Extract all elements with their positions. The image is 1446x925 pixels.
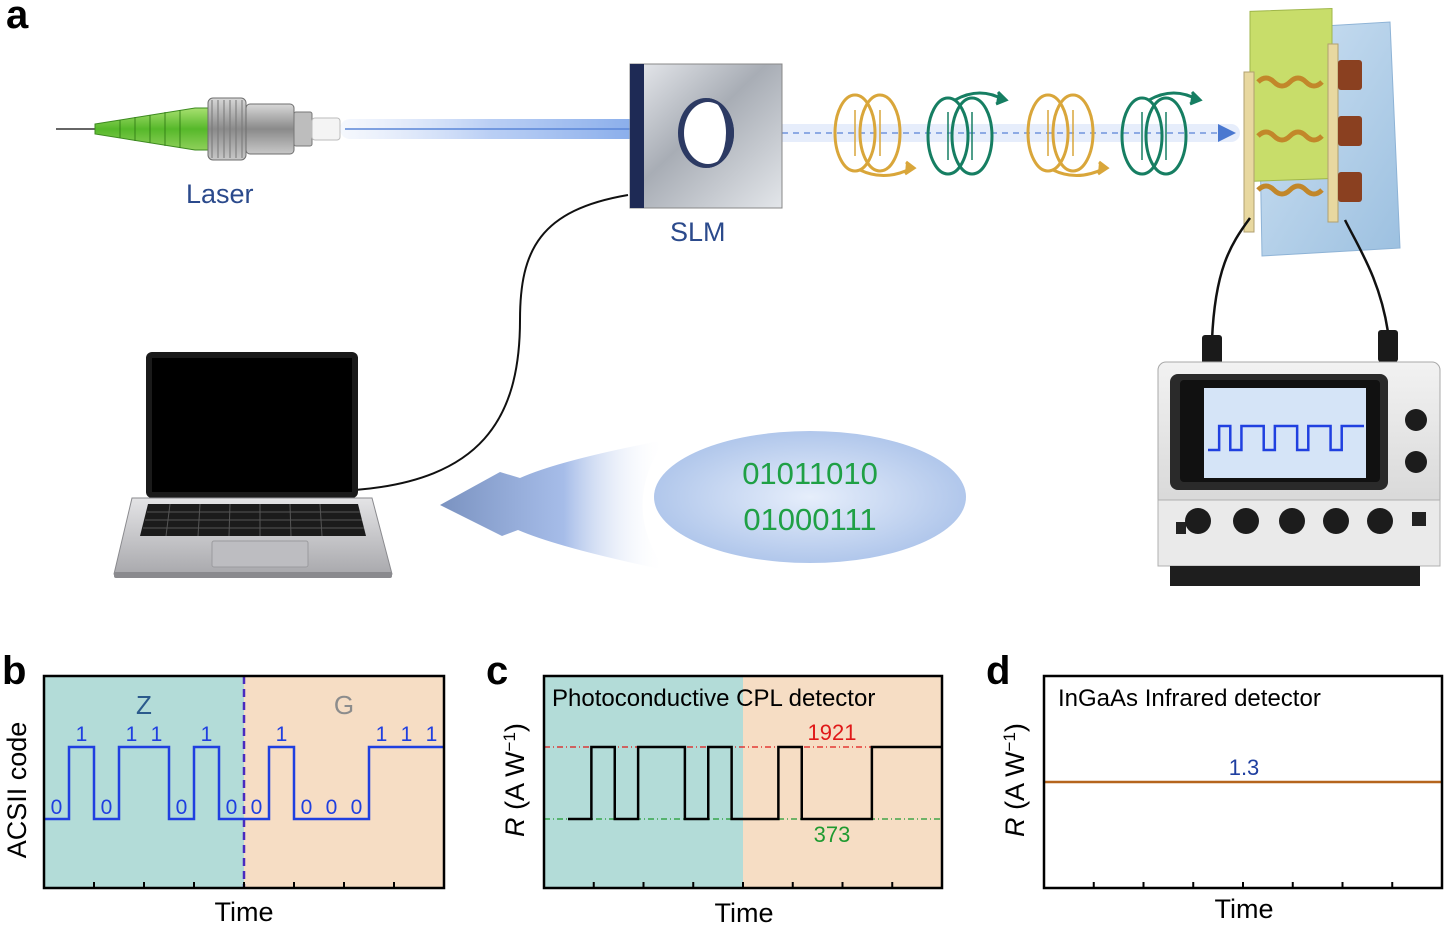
scope-knob [1233, 508, 1259, 534]
spiral-green-icon [1120, 90, 1203, 176]
laser-connector [56, 97, 341, 161]
panel-c-ylabel: R (A W−1) [500, 723, 531, 837]
panel-d-title: InGaAs Infrared detector [1058, 685, 1321, 712]
cpl-detector-device [1243, 7, 1401, 257]
panel-b-bit-label: 0 [301, 796, 313, 819]
panel-b-bit-label: 1 [201, 723, 213, 746]
panel-c-title: Photoconductive CPL detector [552, 685, 875, 712]
spiral-gold-icon [1026, 93, 1110, 177]
scope-trace [1208, 424, 1364, 452]
panel-b-bit-label: 0 [226, 796, 238, 819]
panel-b-region-g [244, 676, 444, 888]
binary-code-line-1: 01011010 [742, 456, 878, 491]
panel-b-region-label: Z [136, 690, 152, 720]
slm-device [629, 63, 783, 209]
return-arrow [440, 440, 665, 570]
panel-c-ylabel-close: ) [500, 723, 530, 732]
panel-d-ylabel-exp: −1 [1000, 732, 1019, 751]
panel-b-bit-label: 0 [51, 796, 63, 819]
panel-c-signal-line [568, 745, 942, 821]
panel-c-high-label: 1921 [808, 720, 857, 745]
cable-right-probe [1343, 219, 1390, 333]
panel-c-ylabel-symbol: R [500, 817, 530, 837]
panel-b-xlabel: Time [215, 897, 274, 925]
panel-d-label: d [986, 649, 1010, 693]
cable-slm-laptop [354, 194, 629, 491]
code-bubble [654, 431, 966, 563]
panel-b-bit-label: 0 [176, 796, 188, 819]
panel-a-label: a [6, 0, 29, 37]
panel-c-chart: 1921 373 [542, 674, 944, 890]
panel-b-bit-label: 1 [401, 723, 413, 746]
panel-d-value-label: 1.3 [1229, 755, 1260, 780]
panel-b-signal-line [44, 745, 444, 821]
panel-b-bit-label: 0 [251, 796, 263, 819]
panel-b-label: b [2, 649, 26, 693]
spiral-gold-icon [833, 93, 917, 177]
panel-b-bit-label: 1 [376, 723, 388, 746]
panel-b-bit-label: 1 [76, 723, 88, 746]
panel-d-ylabel-unit: (A W [1000, 751, 1030, 818]
panel-d-ylabel: R (A W−1) [1000, 723, 1031, 837]
panel-d-ylabel-close: ) [1000, 723, 1030, 732]
laser-label: Laser [186, 179, 254, 209]
slm-label: SLM [670, 217, 726, 247]
laptop [113, 352, 393, 578]
oscilloscope [1157, 330, 1441, 586]
panel-c-ylabel-exp: −1 [500, 732, 519, 751]
panel-b-region-z [44, 676, 244, 888]
scope-knob [1405, 451, 1427, 473]
panel-b-bit-label: 1 [126, 723, 138, 746]
panel-b-bit-label: 0 [101, 796, 113, 819]
panel-b-ylabel: ACSII code [2, 722, 32, 859]
beam-arrow-head [1218, 124, 1236, 142]
scope-knob [1279, 508, 1305, 534]
panel-b-bit-label: 1 [276, 723, 288, 746]
scope-knob [1185, 508, 1211, 534]
panel-d-ylabel-symbol: R [1000, 817, 1030, 837]
panel-c-ylabel-unit: (A W [500, 751, 530, 818]
panel-c-low-label: 373 [814, 822, 851, 847]
panel-c-xlabel: Time [715, 898, 774, 925]
spiral-green-icon [926, 90, 1009, 176]
panel-c-region [544, 676, 743, 888]
scope-knob [1367, 508, 1393, 534]
panel-b-bit-label: 1 [426, 723, 438, 746]
panel-c-region [743, 676, 942, 888]
panel-b-bit-label: 0 [351, 796, 363, 819]
polarization-spirals [833, 90, 1203, 177]
panel-b-bit-label: 1 [151, 723, 163, 746]
binary-code-line-2: 01000111 [743, 502, 876, 537]
cable-left-probe [1210, 217, 1252, 341]
scope-knob [1405, 409, 1427, 431]
panel-b-region-label: G [334, 690, 354, 720]
panel-c-label: c [486, 649, 508, 693]
panel-d-xlabel: Time [1215, 894, 1274, 924]
scope-knob [1323, 508, 1349, 534]
panel-b-bit-label: 0 [326, 796, 338, 819]
panel-d-chart: 1.3 [1042, 674, 1444, 890]
